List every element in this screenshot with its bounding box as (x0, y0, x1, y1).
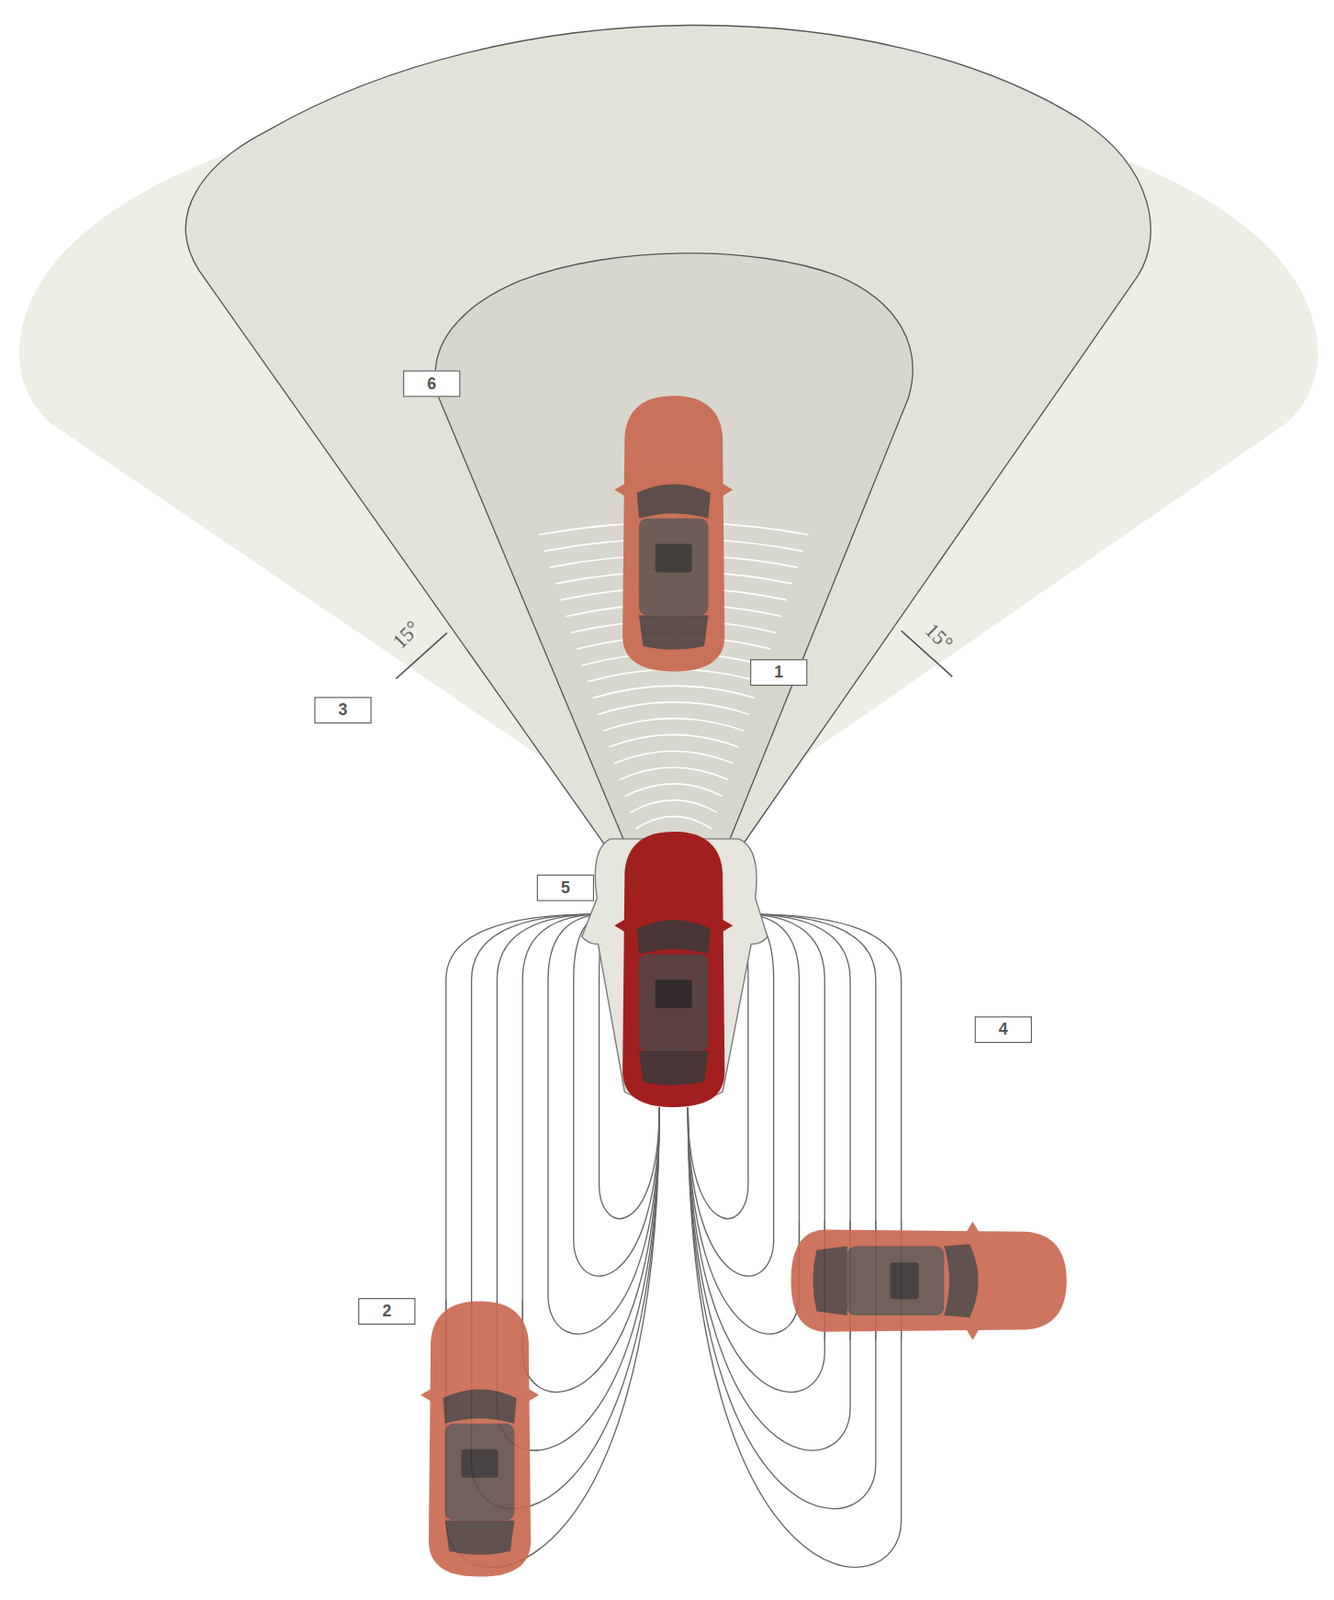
callout-number: 5 (560, 879, 571, 897)
radar-wave (603, 718, 744, 731)
radar-wave (593, 685, 755, 698)
callout-box: 4 (975, 1016, 1032, 1043)
callout-number: 6 (426, 375, 437, 393)
callout-number: 1 (773, 664, 784, 682)
radar-wave (598, 702, 750, 715)
callout-box: 3 (313, 696, 371, 724)
radar-wave (630, 800, 718, 813)
radar-wave (608, 734, 739, 747)
radar-wave (636, 816, 712, 829)
callout-box: 1 (750, 659, 808, 686)
callout-box: 2 (358, 1298, 415, 1325)
radar-wave (625, 784, 723, 796)
radar-wave (614, 751, 733, 763)
callout-box: 6 (403, 370, 460, 398)
radar-wave (619, 767, 728, 780)
callout-box: 5 (537, 874, 595, 902)
callout-number: 2 (381, 1303, 392, 1321)
callout-number: 4 (998, 1021, 1009, 1039)
callout-number: 3 (338, 702, 348, 719)
